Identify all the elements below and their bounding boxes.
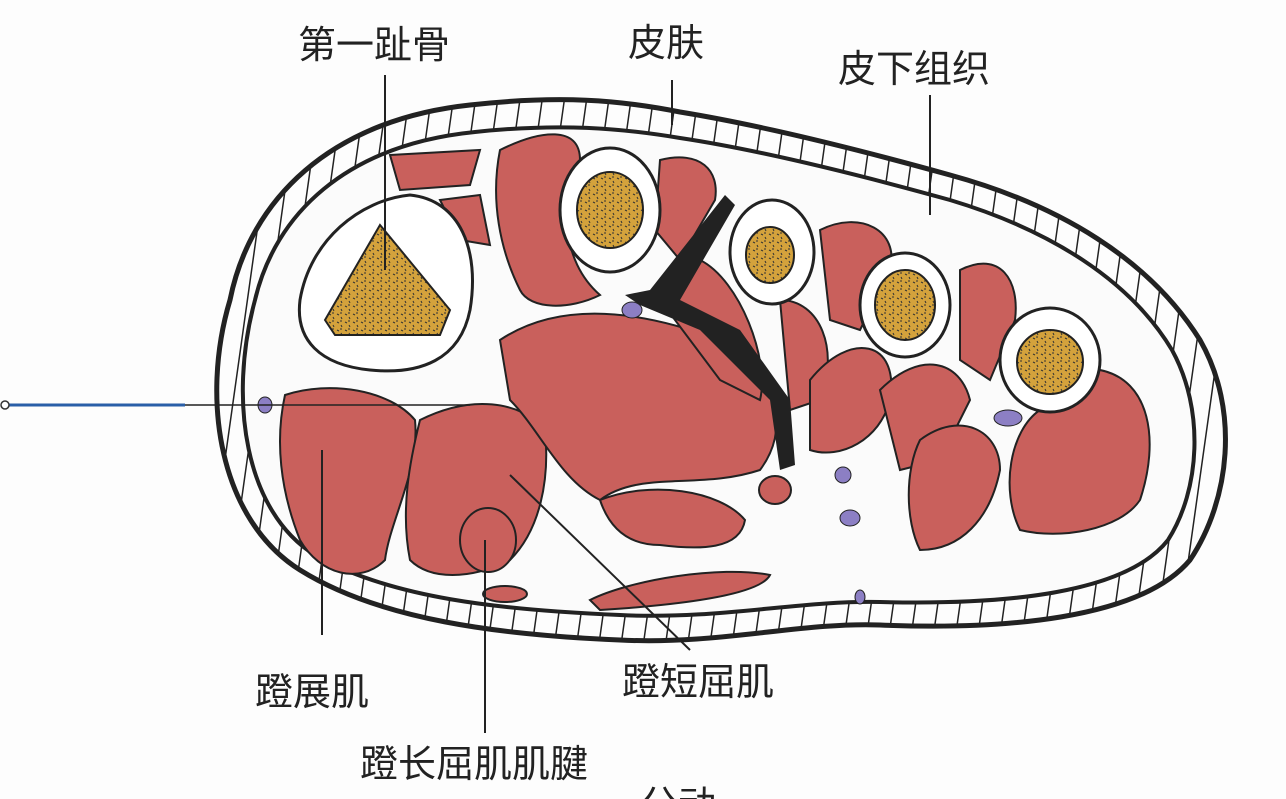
septum (625, 195, 795, 470)
bones (297, 146, 1102, 414)
label-first-toe-bone: 第一趾骨 (298, 23, 451, 67)
label-skin: 皮肤 (628, 21, 705, 65)
first-toe-bone (323, 223, 452, 336)
label-abductor-hallucis: 蹬展肌 (255, 670, 370, 714)
label-subcutaneous-tissue: 皮下组织 (838, 47, 991, 91)
leader-lines (321, 75, 931, 733)
label-flexor-hallucis-longus-tendon: 蹬长屈肌肌腱 (360, 742, 589, 786)
label-bottom-partial: 分动 (640, 786, 716, 799)
label-flexor-hallucis-brevis: 蹬短屈肌 (622, 660, 775, 704)
veins (257, 301, 1023, 605)
abductor-hallucis-muscle (279, 387, 417, 575)
dorsal-muscle (495, 133, 602, 307)
